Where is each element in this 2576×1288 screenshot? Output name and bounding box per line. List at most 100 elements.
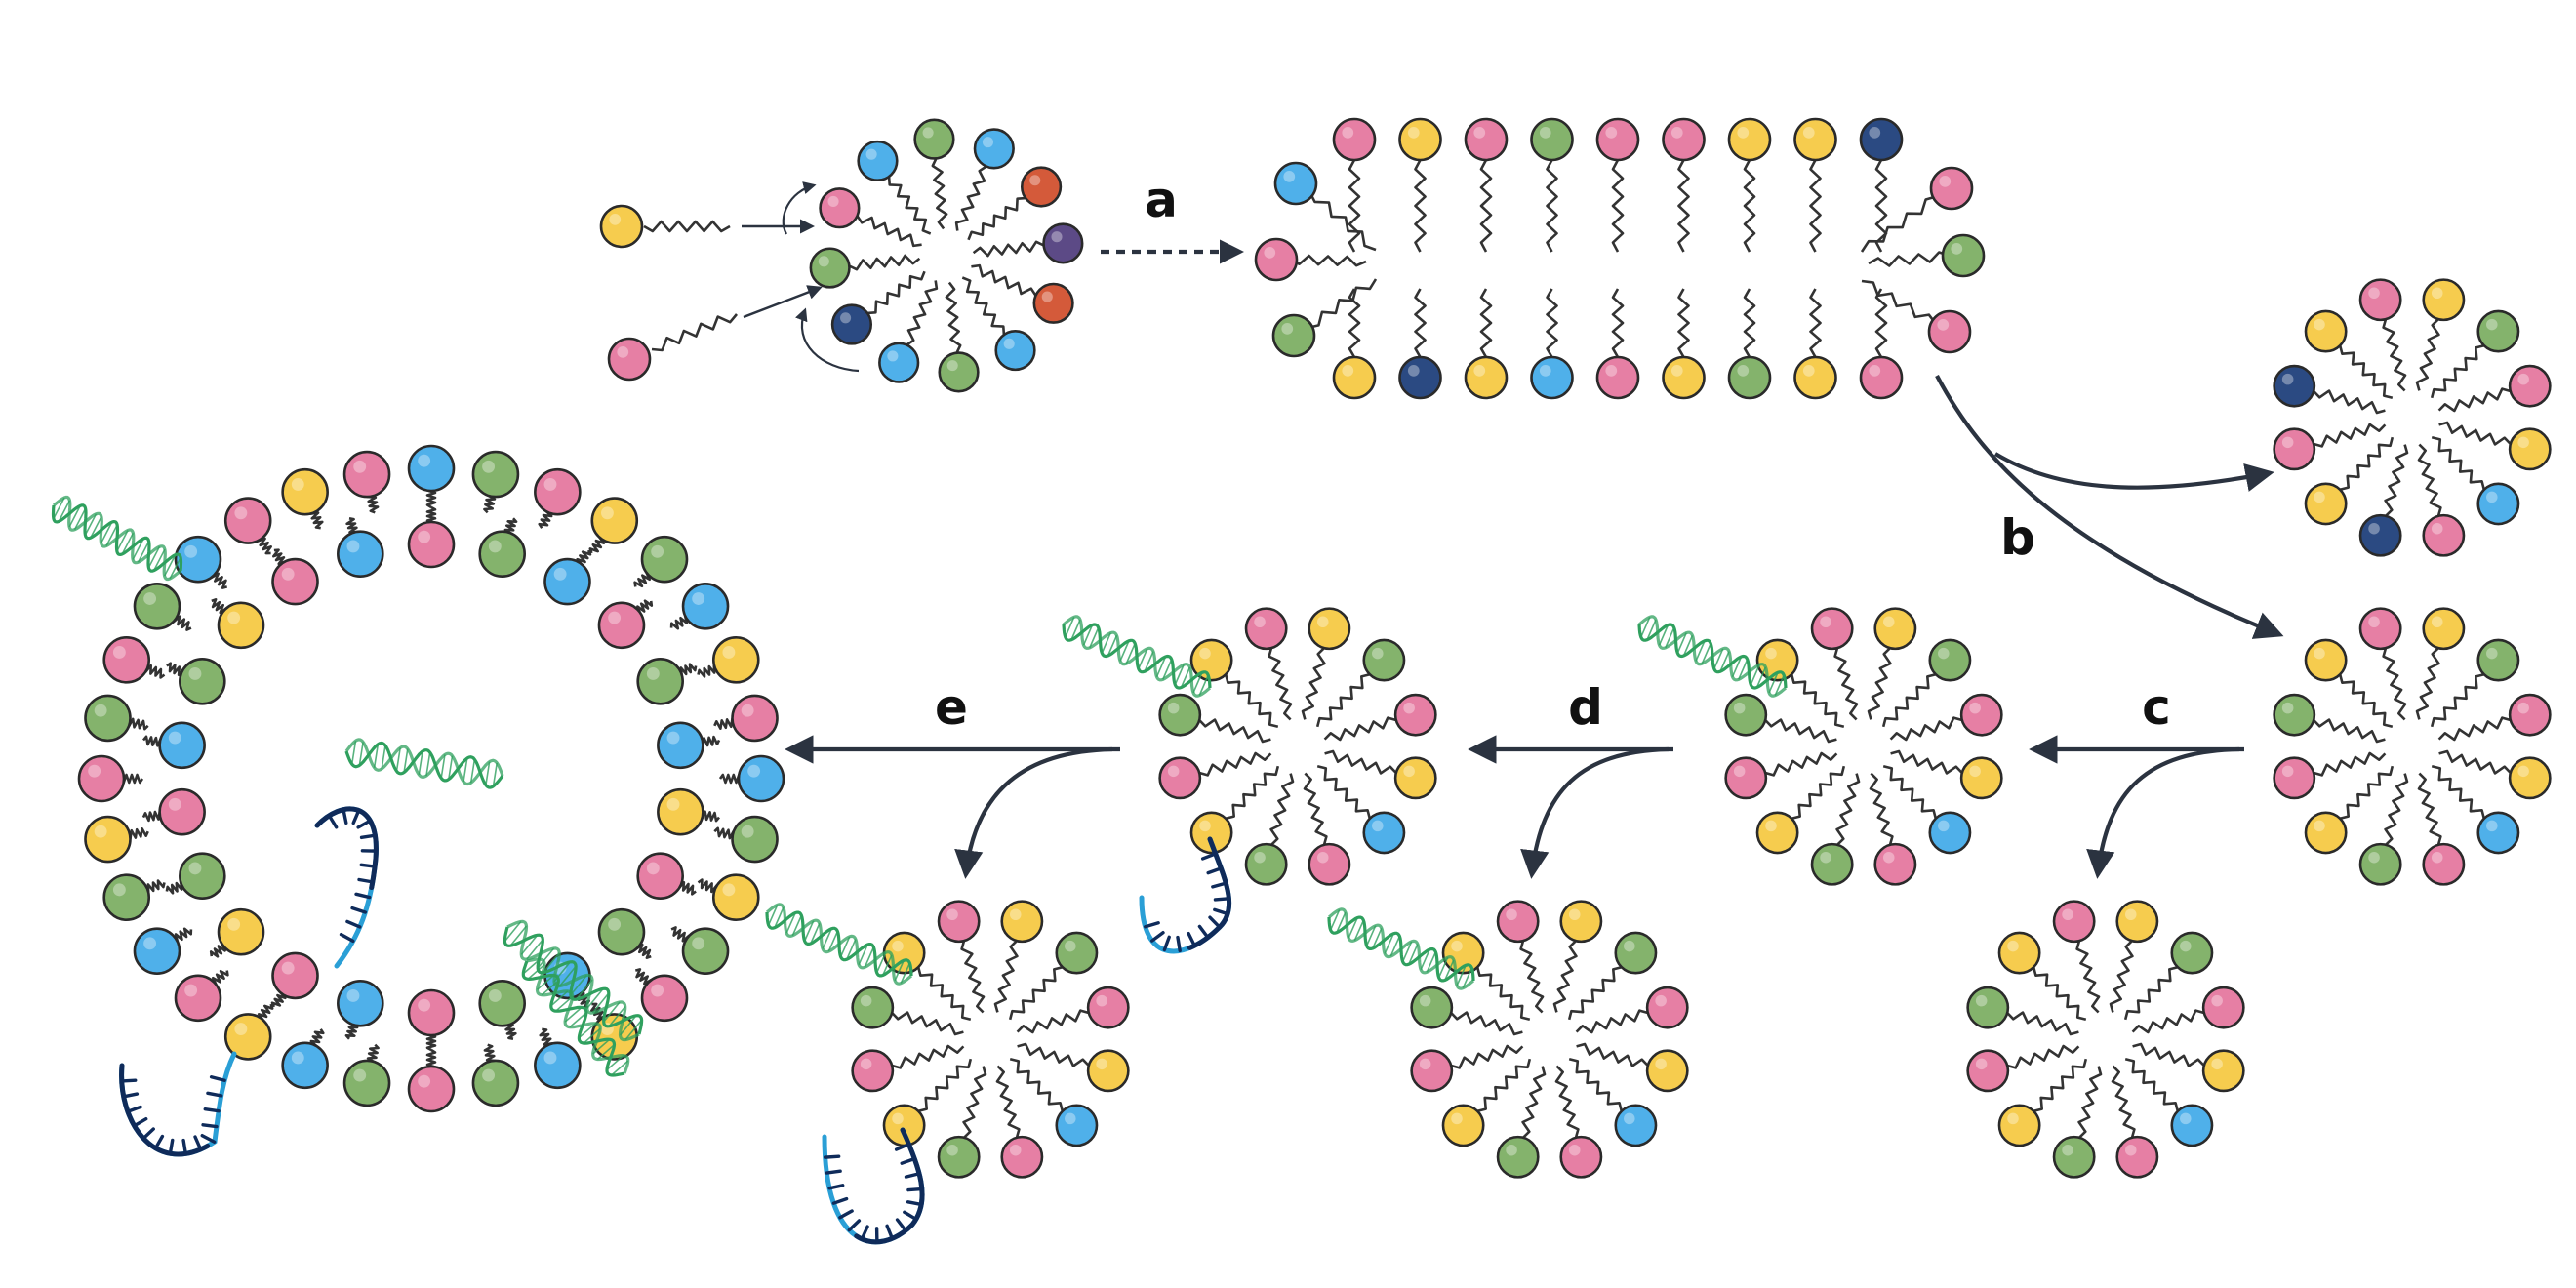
lipid-head-highlight xyxy=(1167,702,1180,714)
dna-base-pair xyxy=(1180,666,1191,688)
vesicle-icon xyxy=(77,444,785,1113)
lipid-head-highlight xyxy=(946,1144,958,1156)
lipid-head xyxy=(640,974,689,1023)
dna-base-pair xyxy=(403,748,409,773)
dna-base-pair xyxy=(822,928,832,949)
lipid-head xyxy=(1042,222,1084,264)
lipid-head-highlight xyxy=(2124,908,2137,921)
dna-base-pair xyxy=(1774,674,1785,696)
lipid-head-highlight xyxy=(353,1068,367,1082)
rna-base xyxy=(203,1107,221,1113)
lipid-head-highlight xyxy=(1473,364,1486,377)
lipid-head-highlight xyxy=(2124,1144,2137,1156)
lipid-head xyxy=(342,450,391,499)
lipid-head xyxy=(217,907,265,956)
lipid-head xyxy=(2304,811,2348,855)
lipid-head xyxy=(271,557,319,606)
lipid-head-highlight xyxy=(168,797,181,811)
lipid-head-highlight xyxy=(1737,126,1750,139)
lipid-head-highlight xyxy=(2431,522,2443,535)
lipid-tail xyxy=(1860,194,1939,253)
dna-backbone xyxy=(1637,615,1788,698)
rna-backbone-dark xyxy=(314,806,379,969)
lipid-tail xyxy=(2384,444,2409,517)
lipid-head-highlight xyxy=(2314,318,2325,331)
dna-base-pair xyxy=(509,925,528,946)
lipid-tail xyxy=(2430,343,2485,399)
lipid-head-highlight xyxy=(1733,702,1746,714)
dna-base-pair xyxy=(592,1038,611,1055)
lipid-tail xyxy=(2111,1065,2136,1139)
lipid-head xyxy=(2476,482,2520,526)
rna-base xyxy=(1150,931,1165,943)
lipid-head xyxy=(1158,693,1202,737)
rna-base xyxy=(906,1187,924,1192)
lipid-head-highlight xyxy=(1869,364,1881,377)
rna-backbone xyxy=(314,806,379,969)
lipid-head xyxy=(1393,693,1437,737)
lipid-head-highlight xyxy=(2517,765,2529,778)
lipid-head-highlight xyxy=(2314,491,2325,503)
lipid-head xyxy=(2304,309,2348,353)
lipid-head-highlight xyxy=(2281,765,2294,778)
dna-backbone xyxy=(1327,907,1475,990)
lipid-tail xyxy=(1677,288,1690,358)
dna-base-pair xyxy=(1107,635,1118,657)
dna-base-pair xyxy=(564,1006,583,1023)
dna-helix-icon-d2 xyxy=(1062,615,1212,698)
dna-base-pair xyxy=(1329,909,1341,931)
lipid-head-highlight xyxy=(860,994,872,1007)
lipid-head-highlight xyxy=(1670,364,1683,377)
lipid-head xyxy=(1308,607,1351,651)
lipid-head-highlight xyxy=(184,984,198,997)
lipid-head-highlight xyxy=(1372,820,1384,832)
lipid-tail xyxy=(2382,318,2407,392)
lipid-head-highlight xyxy=(1065,940,1076,952)
lipid-head-highlight xyxy=(609,213,622,225)
lipid-tail xyxy=(931,157,948,230)
lipid-head xyxy=(1086,1049,1130,1093)
lipid-head-highlight xyxy=(2486,318,2498,331)
rna-base xyxy=(894,1142,911,1151)
lipid-head-highlight xyxy=(692,937,705,950)
rna-base xyxy=(823,1154,841,1159)
lipid-tail xyxy=(1450,1044,1524,1069)
lipid-head-highlight xyxy=(1670,126,1683,139)
rna-base xyxy=(120,1078,138,1083)
rna-base xyxy=(209,1075,226,1082)
lipid-head xyxy=(1928,638,1972,682)
lipid-head xyxy=(1530,355,1574,400)
lipid-tail xyxy=(2417,443,2442,517)
dna-base-pair xyxy=(1353,919,1365,942)
dna-base-pair xyxy=(608,1006,626,1027)
dna-base-pair xyxy=(53,497,65,519)
lipid-head-highlight xyxy=(1419,994,1431,1007)
rna-base xyxy=(141,1127,155,1141)
lipid-head xyxy=(2358,607,2402,651)
lipid-tail xyxy=(1611,159,1625,253)
lipid-head-highlight xyxy=(692,592,705,605)
dna-base-pair xyxy=(1676,632,1687,654)
lipid-tail xyxy=(1348,159,1361,253)
lipid-head xyxy=(857,140,899,182)
micelle-d-dna xyxy=(1410,900,1689,1179)
lipid-head-highlight xyxy=(646,862,660,875)
lipid-tail xyxy=(2339,436,2395,492)
lipid-head-highlight xyxy=(1951,242,1963,255)
lipid-tail xyxy=(1677,159,1690,253)
dna-base-pair xyxy=(1372,928,1383,949)
rna-backbone xyxy=(119,1051,237,1157)
lipid-tail xyxy=(1764,718,1837,744)
rna-base xyxy=(193,1135,203,1151)
lipid-head-highlight xyxy=(1624,1112,1635,1125)
lipid-head-highlight xyxy=(2368,287,2380,300)
lipid-tail xyxy=(1568,1057,1624,1112)
lipid-head xyxy=(819,187,861,229)
dna-base-pair xyxy=(1665,626,1675,649)
lipid-head-highlight xyxy=(608,611,622,624)
dna-base-pair xyxy=(1640,617,1651,638)
dna-base-pair xyxy=(559,965,577,986)
lipid-head xyxy=(1362,638,1406,682)
lipid-head-highlight xyxy=(1506,1144,1517,1156)
